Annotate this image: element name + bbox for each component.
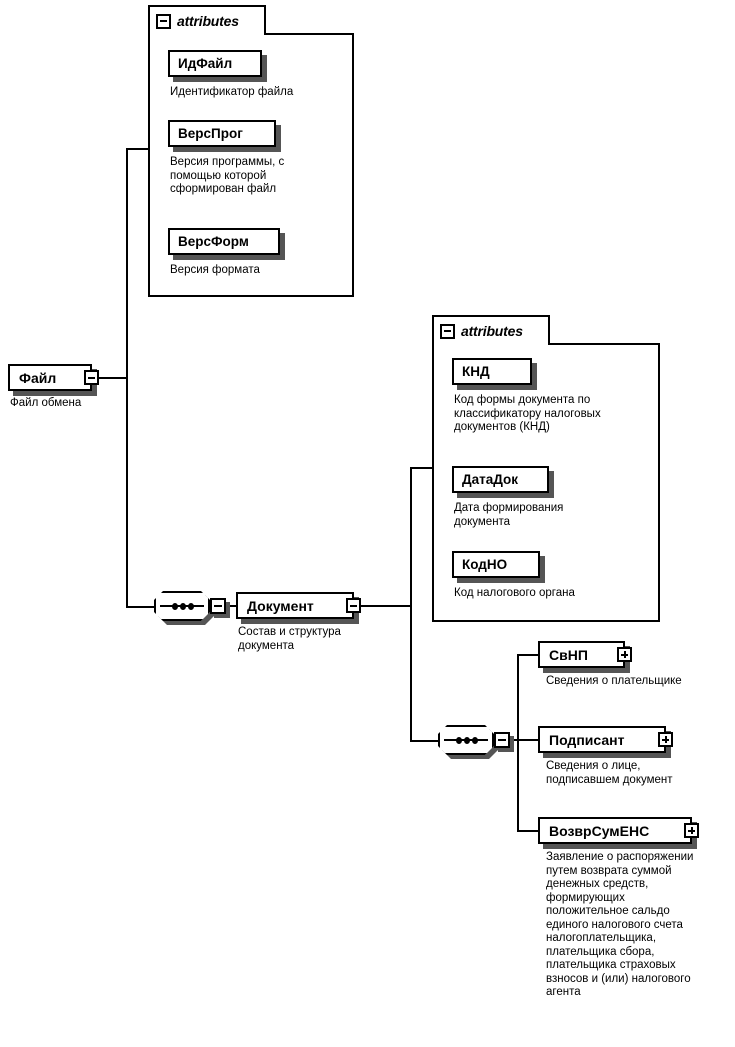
connector-branch-to-svnp xyxy=(517,654,541,656)
attributes-tab-file[interactable]: attributes xyxy=(148,5,266,35)
attribute-name: КодНО xyxy=(462,557,508,572)
attribute-box[interactable]: ВерсПрог xyxy=(168,120,276,147)
attributes-label: attributes xyxy=(461,323,523,339)
connector-document-to-trunk xyxy=(360,605,412,607)
connector-document-trunk-vertical xyxy=(410,467,412,742)
element-box[interactable]: ВозврСумЕНС xyxy=(538,817,699,844)
collapse-toggle-icon[interactable] xyxy=(156,13,171,29)
sequence-dots-icon xyxy=(172,602,194,610)
element-description: Сведения о лице, подписавшем документ xyxy=(546,760,673,786)
sequence-connector-toggle[interactable] xyxy=(494,732,510,748)
attribute-box[interactable]: ИдФайл xyxy=(168,50,262,77)
sequence-dots-icon xyxy=(456,736,478,744)
attribute-description: Дата формирования документа xyxy=(454,502,564,528)
attributes-body-edge xyxy=(264,33,354,35)
element-box[interactable]: Подписант xyxy=(538,726,673,753)
connector-trunk-to-sequence-1 xyxy=(126,606,154,608)
collapse-toggle-icon[interactable] xyxy=(346,598,361,613)
connector-trunk-to-document-attributes xyxy=(410,467,434,469)
element-box[interactable]: Документ xyxy=(236,592,361,619)
element-description: Сведения о плательщике xyxy=(546,675,682,687)
attribute-box[interactable]: КодНО xyxy=(452,551,540,578)
attribute-box[interactable]: ДатаДок xyxy=(452,466,549,493)
attribute-name: ВерсПрог xyxy=(178,126,243,141)
element-box[interactable]: СвНП xyxy=(538,641,632,668)
connector-root-to-trunk xyxy=(94,377,128,379)
element-name: Подписант xyxy=(549,731,625,748)
attribute-name: КНД xyxy=(462,364,490,379)
attribute-name: ДатаДок xyxy=(462,472,519,487)
attribute-description: Версия формата xyxy=(170,264,260,276)
attribute-description: Код налогового органа xyxy=(454,587,575,599)
attribute-name: ИдФайл xyxy=(178,56,233,71)
element-description: Файл обмена xyxy=(10,397,82,409)
attribute-box[interactable]: КНД xyxy=(452,358,532,385)
connector-sequence1-to-document xyxy=(226,605,238,607)
attributes-body-edge xyxy=(548,343,660,345)
connector-trunk-to-file-attributes xyxy=(126,148,150,150)
connector-root-trunk-vertical xyxy=(126,148,128,608)
expand-toggle-icon[interactable] xyxy=(684,823,699,838)
attribute-description: Версия программы, с помощью которой сфор… xyxy=(170,156,285,195)
element-description: Заявление о распоряжении путем возврата … xyxy=(546,851,694,998)
element-name: СвНП xyxy=(549,646,588,663)
expand-toggle-icon[interactable] xyxy=(658,732,673,747)
attribute-name: ВерсФорм xyxy=(178,234,249,249)
connector-branch-to-podpisant xyxy=(517,739,541,741)
attribute-box[interactable]: ВерсФорм xyxy=(168,228,280,255)
connector-children-trunk-vertical xyxy=(517,654,519,832)
element-box[interactable]: Файл xyxy=(8,364,99,391)
element-name: Файл xyxy=(19,369,57,386)
attribute-description: Идентификатор файла xyxy=(170,86,294,98)
attributes-label: attributes xyxy=(177,13,239,29)
collapse-toggle-icon[interactable] xyxy=(440,323,455,339)
element-description: Состав и структура документа xyxy=(238,626,341,652)
connector-trunk-to-sequence-2 xyxy=(410,740,438,742)
element-name: ВозврСумЕНС xyxy=(549,822,650,839)
element-name: Документ xyxy=(247,597,314,614)
sequence-connector-toggle[interactable] xyxy=(210,598,226,614)
attributes-tab-document[interactable]: attributes xyxy=(432,315,550,345)
attribute-description: Код формы документа по классификатору на… xyxy=(454,394,601,433)
collapse-toggle-icon[interactable] xyxy=(84,370,99,385)
expand-toggle-icon[interactable] xyxy=(617,647,632,662)
connector-branch-to-vozvrsumens xyxy=(517,830,541,832)
